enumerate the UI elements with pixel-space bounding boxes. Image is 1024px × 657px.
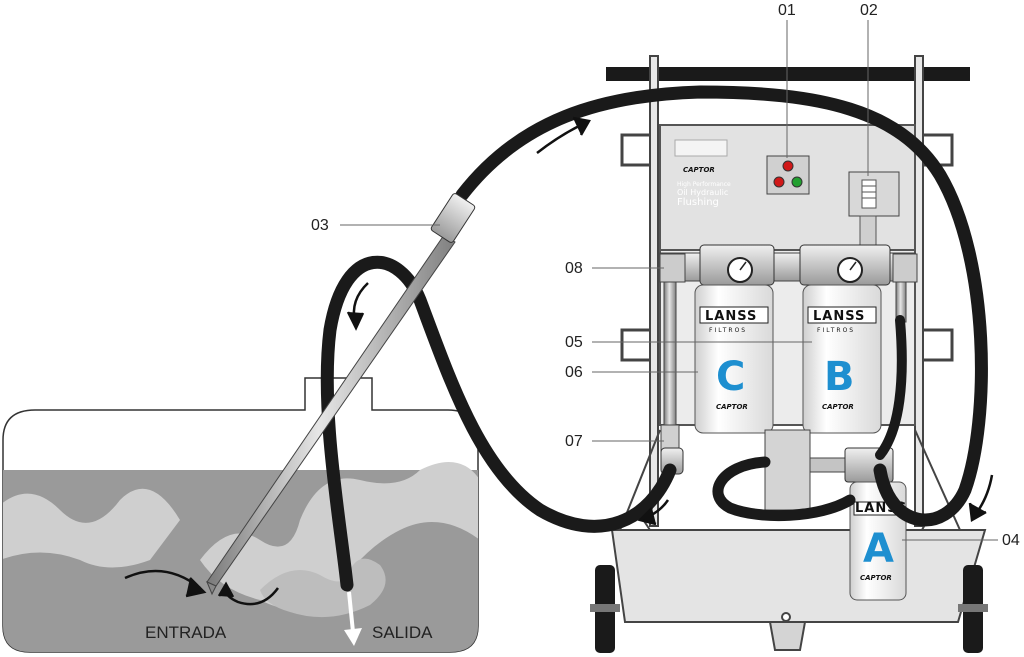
filter-c: LANSS FILTROS C CAPTOR — [694, 284, 774, 434]
indicator-red-2 — [773, 176, 785, 188]
arrow-inlet-1-icon — [124, 569, 207, 598]
callout-01: 01 — [778, 2, 796, 19]
filter-b-letter: B — [824, 354, 855, 400]
oil-tank — [2, 377, 479, 653]
arrow-outlet-icon — [344, 591, 362, 646]
bypass-pipe — [660, 281, 907, 475]
arrow-inlet-2-icon — [217, 581, 280, 606]
filter-c-brand: LANSS — [705, 309, 757, 324]
filter-b-brand-sub: FILTROS — [817, 327, 855, 334]
indicator-red — [782, 160, 794, 172]
callout-05: 05 — [565, 334, 583, 351]
filter-b: LANSS FILTROS B CAPTOR — [802, 284, 882, 434]
callout-07: 07 — [565, 433, 583, 450]
filter-c-letter: C — [716, 354, 745, 400]
panel-captor-logo: CAPTOR — [683, 166, 715, 174]
callout-06: 06 — [565, 364, 583, 381]
delivery-hose — [455, 85, 988, 527]
callout-leaders — [340, 20, 998, 541]
arrow-right-down-icon — [968, 474, 994, 523]
label-outlet: SALIDA — [372, 623, 433, 642]
panel-branding: CAPTOR High Performance Oil Hydraulic Fl… — [674, 139, 731, 208]
control-box — [766, 155, 810, 195]
indicator-green — [791, 176, 803, 188]
filter-b-captor: CAPTOR — [822, 403, 854, 411]
suction-wand — [206, 193, 476, 596]
callout-02: 02 — [860, 2, 878, 19]
callout-03: 03 — [311, 217, 329, 234]
right-hose — [875, 315, 907, 460]
panel-line-2: Oil Hydraulic — [677, 188, 728, 197]
return-hose-loop — [712, 456, 856, 522]
cart-wheels — [590, 565, 988, 653]
arrow-top-hose-icon — [536, 116, 591, 154]
flow-arrows — [124, 116, 994, 606]
filter-b-brand: LANSS — [813, 309, 865, 324]
suction-hose — [320, 255, 677, 592]
filter-c-captor: CAPTOR — [716, 403, 748, 411]
filter-a-captor: CAPTOR — [860, 574, 892, 582]
filter-a-letter: A — [863, 526, 894, 572]
oil-fluid — [3, 462, 478, 652]
panel-line-3: Flushing — [677, 197, 719, 208]
arrow-suction-down-icon — [346, 282, 369, 331]
hoses — [320, 85, 988, 592]
panel-line-1: High Performance — [677, 181, 731, 188]
arrow-return-left-icon — [637, 499, 670, 526]
filter-c-brand-sub: FILTROS — [709, 327, 747, 334]
callout-04: 04 — [1002, 532, 1020, 549]
callout-08: 08 — [565, 260, 583, 277]
label-inlet: ENTRADA — [145, 623, 227, 642]
